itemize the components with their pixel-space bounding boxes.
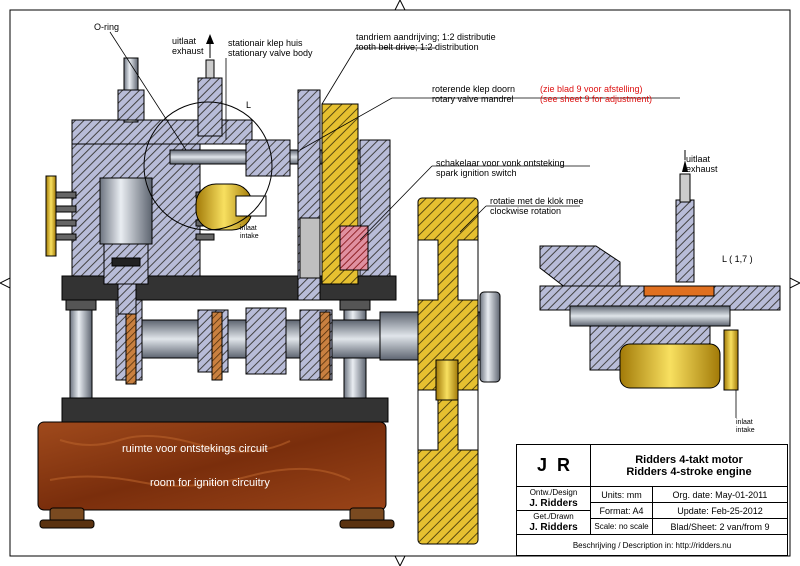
title-nl: Ridders 4-takt motor: [635, 453, 743, 466]
pillar-left: [69, 301, 93, 399]
label-detail-exhaust-en: exhaust: [686, 164, 718, 174]
label-switch-en: spark ignition switch: [436, 168, 517, 178]
exhaust-arrow-main: [206, 34, 214, 44]
detail-intake: [619, 343, 721, 389]
detail-mandrel: [569, 305, 731, 327]
design-name: J. Ridders: [517, 497, 591, 511]
label-rotation-nl: rotatie met de klok mee: [490, 196, 584, 206]
title-block: J R Ridders 4-takt motor Ridders 4-strok…: [516, 444, 788, 556]
lower-plate: [61, 397, 389, 423]
title-en: Ridders 4-stroke engine: [626, 465, 752, 478]
label-detail-marker: L: [246, 100, 252, 110]
connecting-rod: [117, 283, 137, 315]
center-mark-right: [789, 277, 800, 289]
title-text: Ridders 4-takt motor Ridders 4-stroke en…: [591, 445, 787, 487]
label-intake-nl: inlaat: [240, 225, 257, 232]
sheet-number: Blad/Sheet: 2 van/from 9: [653, 519, 787, 535]
label-exhaust-nl: uitlaat: [172, 36, 197, 46]
exhaust-arrow-detail: [682, 160, 688, 172]
design-label: Ontw./Design: [517, 487, 591, 497]
format: Format: A4: [591, 503, 653, 519]
units: Units: mm: [591, 487, 653, 503]
org-date: Org. date: May-01-2011: [653, 487, 787, 503]
logo-r: R: [557, 455, 570, 475]
label-detail-intake-en: intake: [736, 427, 755, 434]
label-detail-exhaust-nl: uitlaat: [686, 154, 711, 164]
label-exhaust-en: exhaust: [172, 46, 204, 56]
scale: Scale: no scale: [591, 519, 653, 535]
label-valve-body-nl: stationair klep huis: [228, 38, 303, 48]
leader-lines: [109, 31, 680, 241]
crank-housing: [245, 307, 287, 375]
label-detail-intake-nl: inlaat: [736, 419, 753, 426]
label-switch-nl: schakelaar voor vonk ontsteking: [436, 158, 565, 168]
logo: J R: [517, 445, 591, 487]
label-adjust-en: (see sheet 9 for adjustment): [540, 94, 653, 104]
wooden-base: [37, 421, 387, 511]
detail-view-L: [539, 150, 781, 418]
center-mark-top: [394, 0, 406, 11]
detail-circle-L: [143, 101, 273, 231]
update-date: Update: Feb-25-2012: [653, 503, 787, 519]
label-mandrel-nl: roterende klep doorn: [432, 84, 516, 94]
drawn-label: Get./Drawn: [517, 511, 591, 521]
center-mark-left: [0, 277, 11, 289]
cylinder-head: [71, 119, 253, 145]
exhaust-stub: [205, 59, 215, 79]
label-ignition-nl: ruimte voor ontstekings circuit: [122, 443, 268, 455]
label-detail-title: L ( 1,7 ): [722, 254, 753, 264]
label-belt-en: tooth belt drive; 1:2 distribution: [356, 42, 479, 52]
pulley: [479, 291, 501, 383]
cylinder-bore: [99, 177, 153, 245]
label-ignition-en: room for ignition circuitry: [150, 477, 270, 489]
label-belt-nl: tandriem aandrijving; 1:2 distributie: [356, 32, 496, 42]
label-valve-body-en: stationary valve body: [228, 48, 313, 58]
label-rotation-en: clockwise rotation: [490, 206, 562, 216]
drawn-name: J. Ridders: [517, 521, 591, 535]
label-intake-en: intake: [240, 233, 259, 240]
description-line: Beschrijving / Description in: http://ri…: [572, 540, 732, 550]
center-mark-bottom: [394, 555, 406, 566]
logo-j: J: [536, 455, 547, 475]
stationary-valve-body: [197, 77, 223, 137]
label-adjust-nl: (zie blad 9 voor afstelling): [540, 84, 643, 94]
spark-ignition-switch: [339, 225, 369, 271]
label-mandrel-en: rotary valve mandrel: [432, 94, 514, 104]
detail-exhaust-stub: [675, 199, 695, 283]
label-oring: O-ring: [94, 22, 120, 32]
